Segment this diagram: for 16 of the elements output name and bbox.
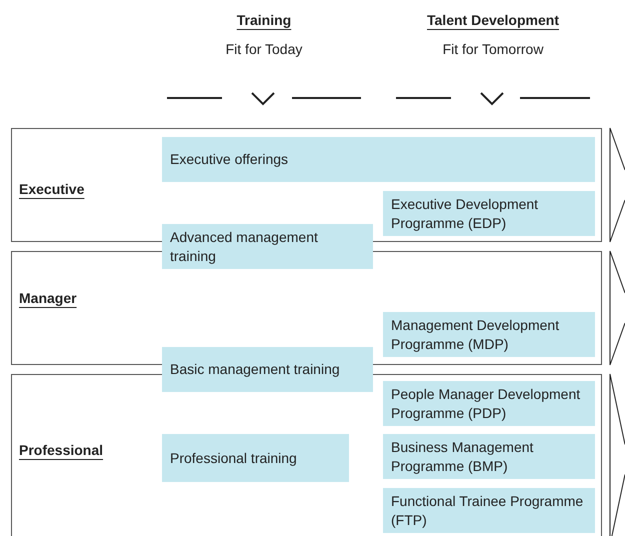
level-heading: Professional: [19, 442, 104, 458]
programme-box: Basic management training: [162, 347, 373, 392]
programme-box: Functional Trainee Programme (FTP): [383, 488, 595, 533]
level-heading: Manager: [19, 290, 77, 306]
programme-box: Management Development Programme (MDP): [383, 312, 595, 357]
programme-box: Professional training: [162, 434, 349, 482]
column-subtitle: Fit for Tomorrow: [442, 41, 544, 57]
column-heading: Talent Development: [426, 12, 560, 28]
level-heading: Executive: [19, 181, 84, 197]
column-heading: Training: [236, 12, 292, 28]
programme-box: Business Management Programme (BMP): [383, 434, 595, 479]
column-subtitle: Fit for Today: [224, 41, 304, 57]
programme-box: Advanced management training: [162, 224, 373, 269]
programme-box: Executive Development Programme (EDP): [383, 191, 595, 236]
programme-box: People Manager Development Programme (PDP): [383, 381, 595, 426]
programme-box: Executive offerings: [162, 137, 595, 182]
